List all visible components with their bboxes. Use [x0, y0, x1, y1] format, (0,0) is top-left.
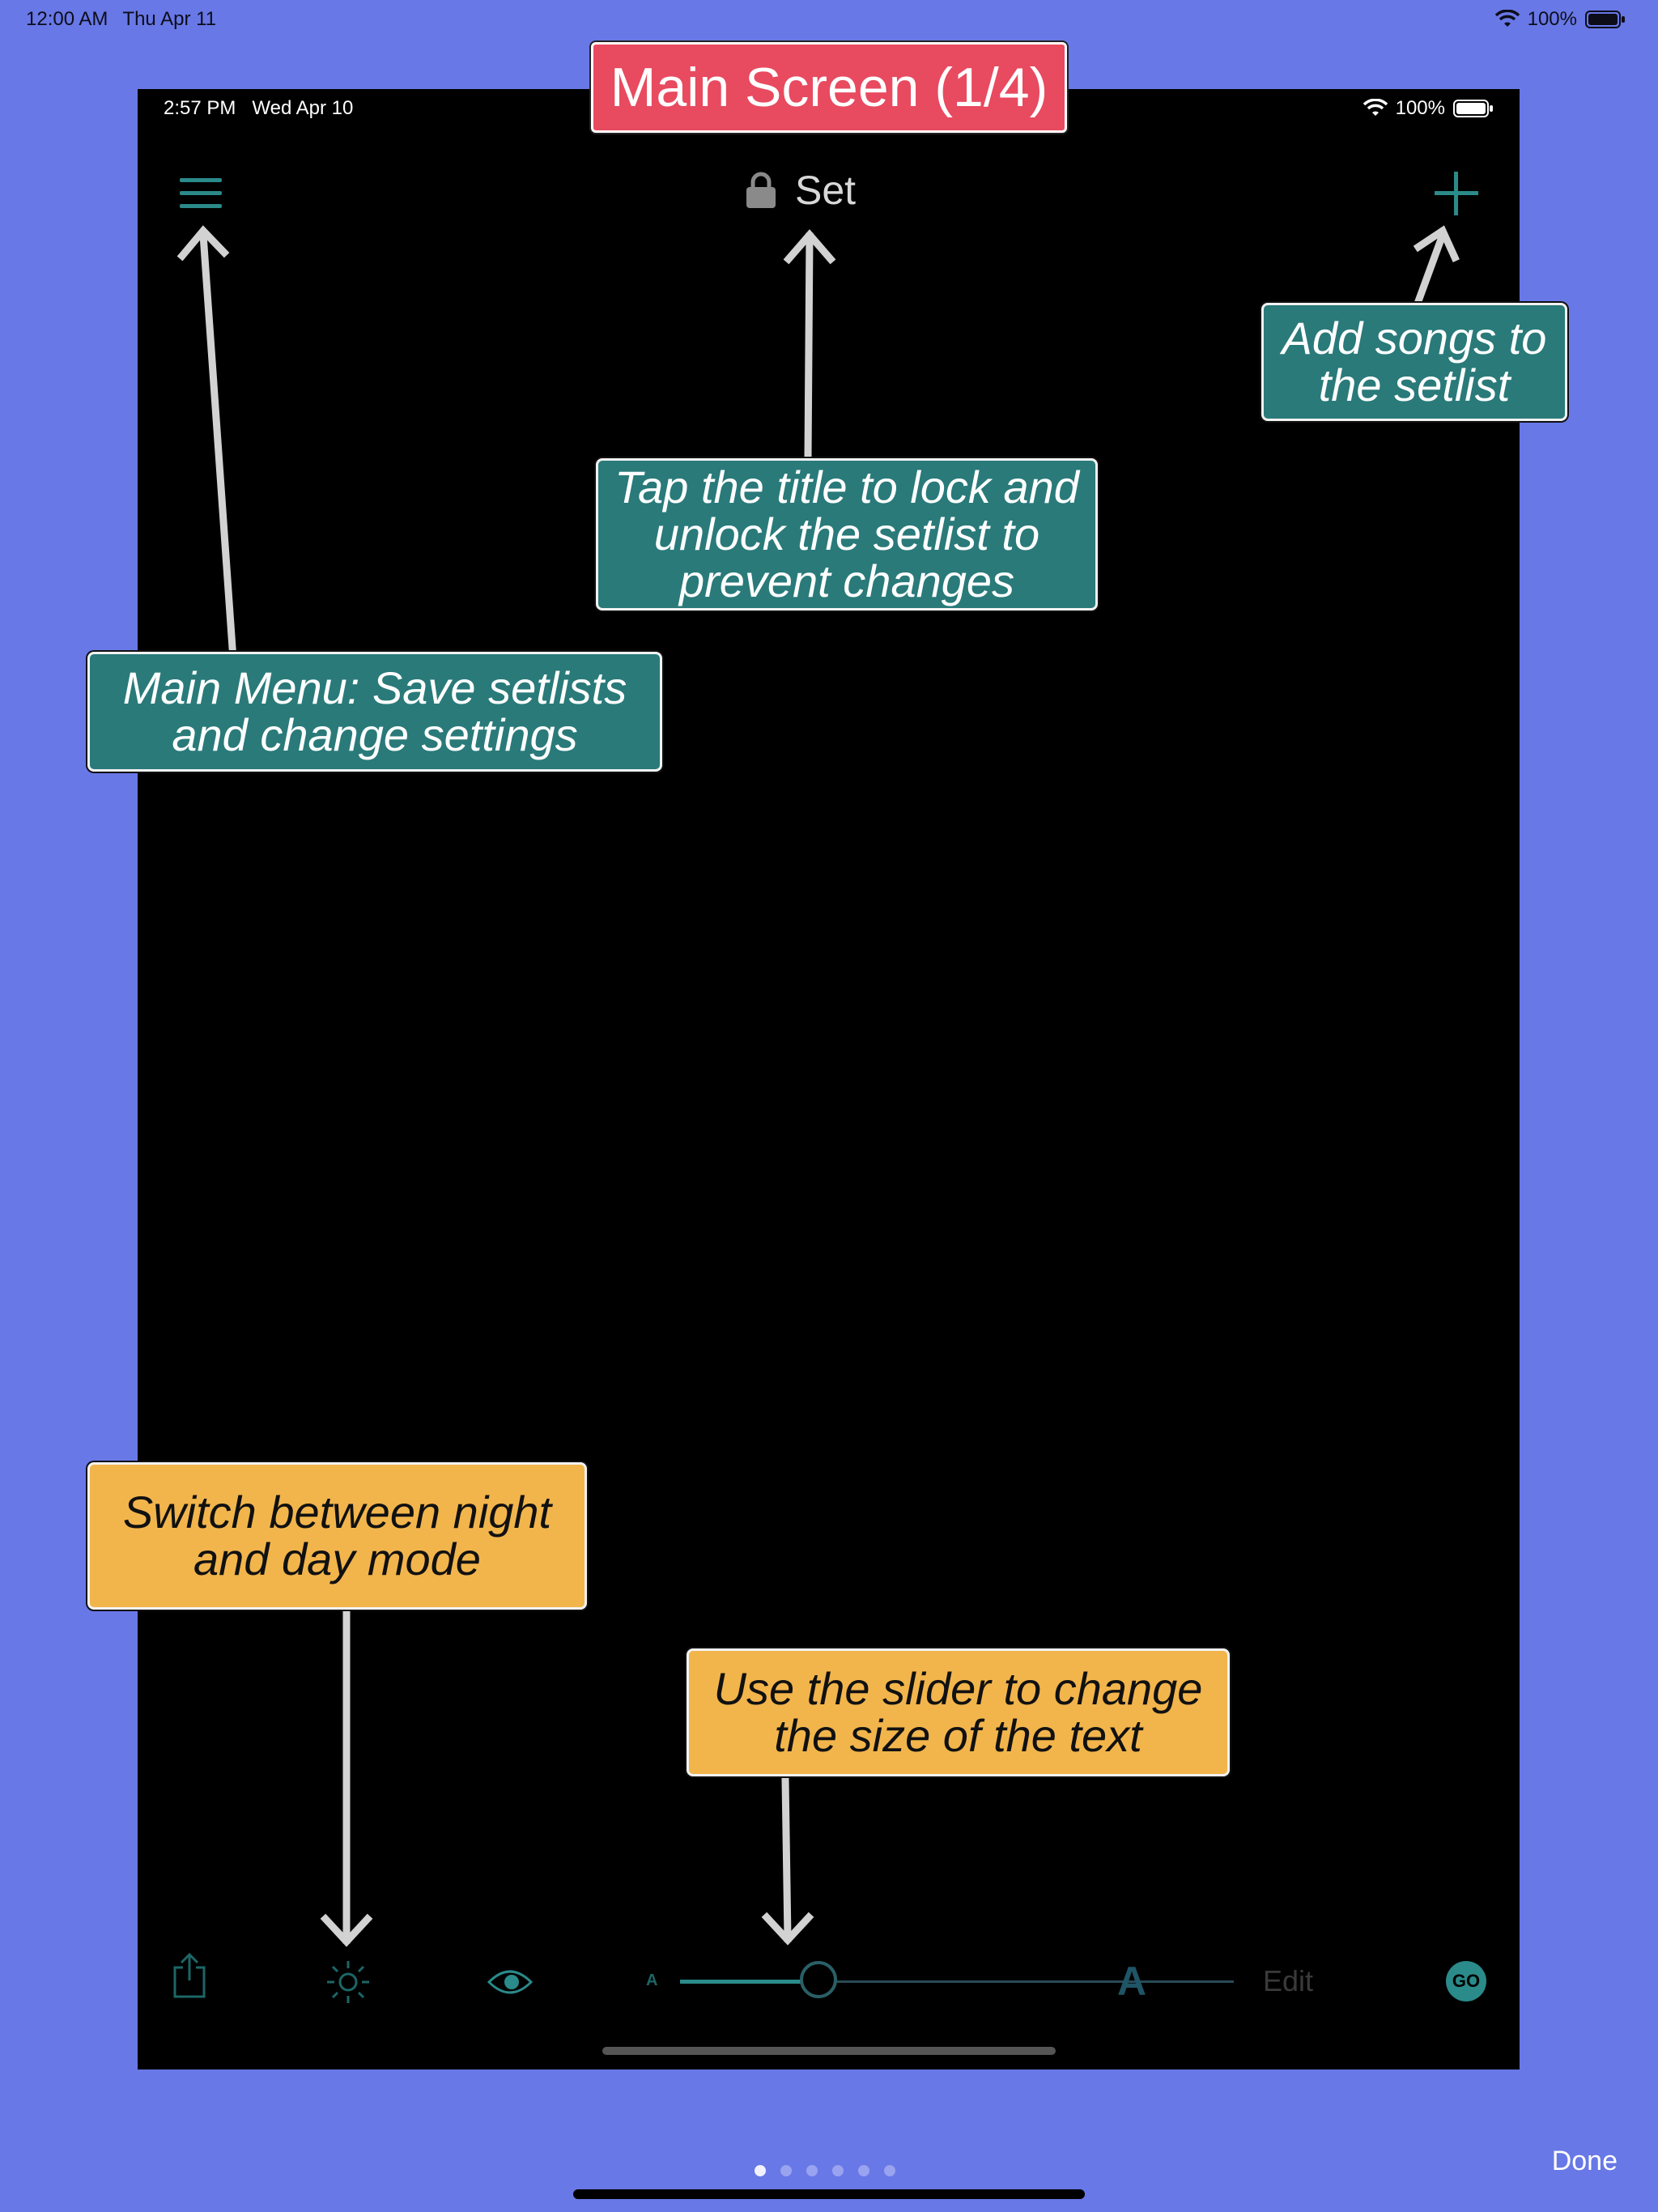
device-time: 2:57 PM — [164, 97, 236, 119]
large-text-size-label: A — [1117, 1959, 1147, 2004]
share-icon[interactable] — [170, 1951, 209, 2000]
callout-add-songs: Add songs to the setlist — [1261, 303, 1567, 421]
outer-home-indicator — [573, 2189, 1085, 2199]
outer-date: Thu Apr 11 — [122, 8, 217, 30]
device-date: Wed Apr 10 — [252, 97, 354, 119]
home-indicator — [602, 2047, 1056, 2055]
hamburger-menu-icon[interactable] — [178, 175, 223, 212]
outer-battery-percent: 100% — [1527, 8, 1577, 30]
arrow-to-title — [783, 229, 836, 462]
go-label: GO — [1452, 1971, 1481, 1991]
page-dot[interactable] — [755, 2165, 766, 2176]
text-size-slider-thumb[interactable] — [800, 1961, 837, 1998]
eye-icon[interactable] — [487, 1966, 533, 1998]
device-status-right: 100% — [1363, 97, 1494, 120]
brightness-icon[interactable] — [325, 1959, 371, 2005]
callout-lock-title: Tap the title to lock and unlock the set… — [596, 458, 1098, 610]
page-dot[interactable] — [806, 2165, 818, 2176]
battery-icon — [1585, 11, 1625, 28]
setlist-title: Set — [795, 168, 857, 213]
device-status-bar: 2:57 PM Wed Apr 10 — [164, 97, 353, 120]
page-dot[interactable] — [832, 2165, 844, 2176]
callout-slider: Use the slider to change the size of the… — [687, 1648, 1230, 1776]
arrow-to-brightness — [320, 1609, 373, 1947]
plus-icon[interactable] — [1433, 170, 1480, 217]
edit-button[interactable]: Edit — [1263, 1964, 1314, 1997]
screen-title-banner: Main Screen (1/4) — [591, 42, 1067, 133]
page-dot[interactable] — [884, 2165, 895, 2176]
callout-night-day: Switch between night and day mode — [87, 1462, 587, 1610]
outer-status-bar: 12:00 AM Thu Apr 11 — [26, 8, 216, 31]
text-size-slider-fill — [680, 1980, 818, 1984]
setlist-title-button[interactable]: Set — [745, 167, 856, 214]
lock-icon — [746, 172, 776, 208]
small-text-size-label: A — [646, 1972, 658, 1989]
done-button[interactable]: Done — [1551, 2146, 1618, 2176]
page-dot[interactable] — [780, 2165, 792, 2176]
arrow-to-add — [1413, 225, 1460, 306]
wifi-icon — [1363, 99, 1388, 116]
callout-main-menu: Main Menu: Save setlists and change sett… — [87, 652, 662, 772]
device-battery-percent: 100% — [1395, 97, 1445, 119]
arrow-to-menu — [176, 225, 236, 652]
page-dot[interactable] — [858, 2165, 869, 2176]
go-button[interactable]: GO — [1446, 1961, 1486, 2001]
page-indicator[interactable] — [755, 2165, 895, 2176]
text-size-slider-track[interactable] — [680, 1980, 1234, 1983]
outer-time: 12:00 AM — [26, 8, 108, 30]
wifi-icon — [1494, 10, 1520, 27]
arrow-to-slider — [761, 1776, 814, 1946]
outer-status-right: 100% — [1494, 8, 1626, 31]
battery-icon — [1453, 100, 1493, 117]
